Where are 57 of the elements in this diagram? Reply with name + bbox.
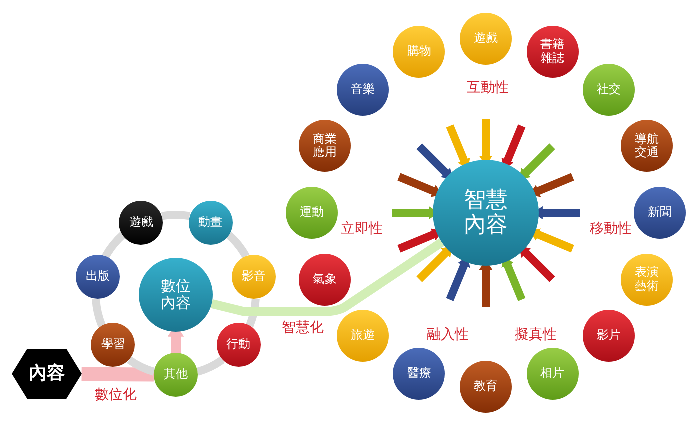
feature-label: 互動性 bbox=[467, 80, 509, 96]
node-label: 醫療 bbox=[407, 366, 432, 381]
node-label: 其他 bbox=[164, 368, 188, 382]
node-label: 影片 bbox=[597, 329, 622, 343]
connector-band bbox=[82, 367, 154, 382]
topic-circle bbox=[460, 13, 512, 65]
node-label: 運動 bbox=[300, 206, 324, 220]
node-label: 社交 bbox=[597, 83, 622, 97]
node-label: 數位內容 bbox=[160, 278, 192, 312]
ring-segment bbox=[226, 232, 250, 259]
feature-label: 移動性 bbox=[590, 220, 632, 238]
node-label: 表演藝術 bbox=[634, 266, 660, 294]
node-label: 智慧內容 bbox=[463, 188, 509, 238]
feature-label: 擬真性 bbox=[515, 326, 557, 344]
node-label: 出版 bbox=[86, 270, 110, 284]
ring-segment bbox=[127, 356, 156, 376]
node-label: 新聞 bbox=[648, 206, 672, 220]
topic-circle bbox=[286, 187, 338, 239]
node-label: 教育 bbox=[474, 380, 498, 394]
topic-circle bbox=[154, 353, 198, 397]
arrow bbox=[519, 144, 556, 180]
feature-label: 立即性 bbox=[341, 220, 383, 238]
arrow bbox=[416, 246, 453, 282]
node-label: 商業應用 bbox=[312, 132, 338, 160]
topic-circle bbox=[460, 361, 512, 413]
ring-segment bbox=[246, 298, 260, 328]
ring-segment bbox=[92, 298, 106, 328]
node-label: 遊戲 bbox=[474, 32, 498, 46]
arrow bbox=[519, 246, 556, 282]
node-label: 相片 bbox=[540, 366, 565, 381]
topic-circle bbox=[91, 322, 136, 367]
arrow bbox=[416, 144, 453, 180]
ring-segment bbox=[102, 232, 126, 259]
node-label: 旅遊 bbox=[350, 329, 375, 343]
hub-circle bbox=[433, 160, 539, 266]
topic-circle bbox=[76, 255, 120, 300]
node-label: 行動 bbox=[226, 338, 251, 352]
node-label: 導航交通 bbox=[634, 132, 660, 160]
node-label: 遊戲 bbox=[129, 216, 154, 230]
node-label: 音樂 bbox=[350, 83, 375, 97]
node-label: 學習 bbox=[101, 338, 126, 352]
ring-segment bbox=[162, 211, 190, 220]
node-label: 動畫 bbox=[198, 216, 223, 230]
ring-segment bbox=[196, 356, 225, 376]
node-label: 購物 bbox=[407, 45, 432, 60]
edge-label: 智慧化 bbox=[282, 320, 324, 336]
connector-band bbox=[210, 238, 444, 316]
node-label: 氣象 bbox=[313, 272, 338, 286]
node-label: 影音 bbox=[242, 270, 266, 284]
feature-label: 融入性 bbox=[427, 326, 469, 344]
topic-circle bbox=[188, 200, 233, 245]
topic-circle bbox=[634, 187, 686, 239]
node-label: 內容 bbox=[29, 364, 65, 384]
topic-circle bbox=[119, 200, 164, 245]
edge-label: 數位化 bbox=[95, 386, 137, 404]
node-label: 書籍雜誌 bbox=[540, 38, 566, 66]
topic-circle bbox=[216, 322, 261, 367]
